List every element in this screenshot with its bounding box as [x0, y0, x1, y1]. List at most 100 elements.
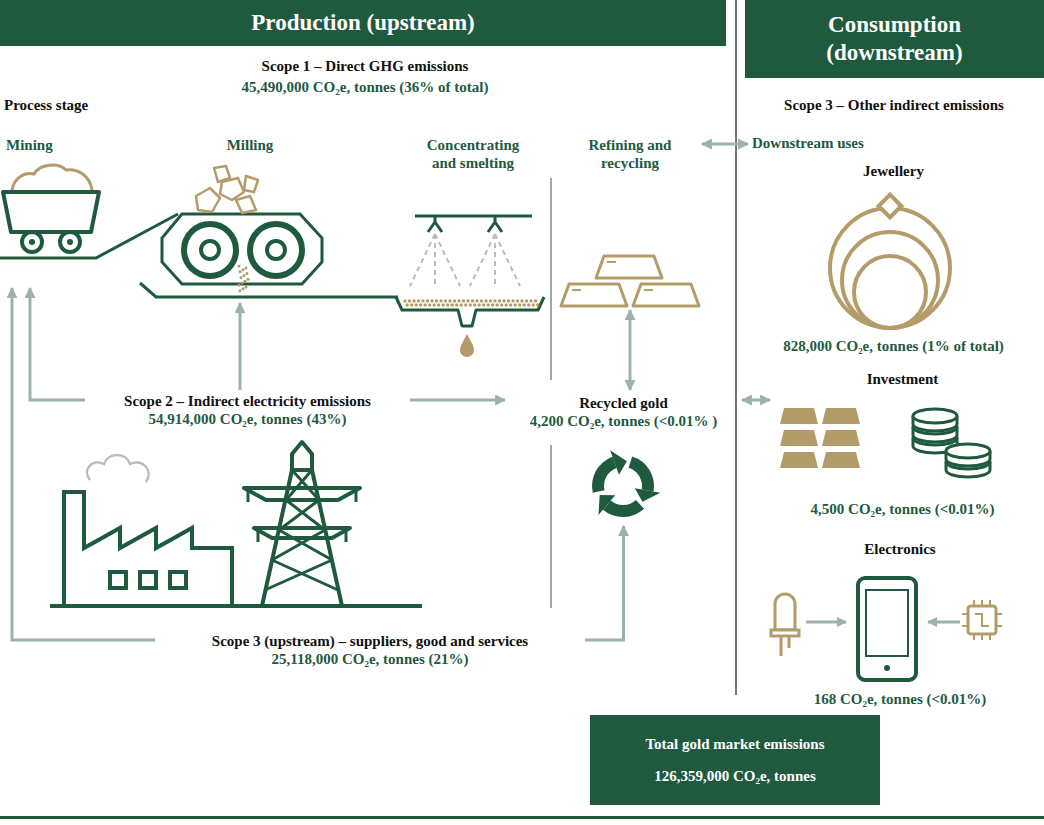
concentrator — [488, 216, 502, 232]
ore-chunks — [236, 196, 256, 213]
concentrate-pile — [491, 303, 494, 306]
concentrate-pile — [507, 299, 510, 302]
stage-name: Mining — [6, 136, 99, 154]
concentrate-pile — [424, 303, 427, 306]
recycle-symbol — [610, 450, 627, 474]
flow-arrow — [30, 288, 85, 400]
chip-icon — [968, 606, 996, 634]
phone-icon — [866, 590, 908, 656]
concentrate-pile — [505, 303, 508, 306]
emission-value: 168 CO₂e, tonnes (<0.01%) — [765, 690, 1035, 708]
concentrate-pile — [453, 299, 456, 302]
pylon — [262, 470, 342, 606]
stage-name: Concentrating and smelting — [416, 136, 530, 172]
recycle-symbol — [603, 500, 644, 517]
header-band: Consumption (downstream) — [745, 0, 1044, 78]
concentrate-pile — [415, 303, 418, 306]
mill-rollers — [201, 241, 219, 259]
factory — [170, 572, 186, 588]
component-arrows — [928, 621, 960, 624]
concentrate-pile — [480, 299, 483, 302]
concentrate-pile — [428, 303, 431, 306]
led-icon — [771, 594, 799, 656]
emission-value: 45,490,000 CO₂e, tonnes (36% of total) — [160, 78, 570, 96]
pylon — [254, 528, 350, 538]
scope-heading: Scope 3 (upstream) – suppliers, good and… — [159, 632, 581, 650]
concentrate-pile — [406, 303, 409, 306]
concentrator — [396, 216, 544, 326]
total-value: 126,359,000 CO₂e, tonnes — [598, 767, 872, 785]
concentrate-pile — [435, 299, 438, 302]
category-name: Recycled gold — [505, 394, 742, 412]
concentrate-pile — [412, 299, 415, 302]
use-category: Electronics168 CO₂e, tonnes (<0.01%) — [765, 540, 1035, 708]
mill-rollers — [162, 214, 322, 284]
conveyor — [0, 214, 398, 297]
spray-lines — [494, 234, 496, 286]
header-band: Production (upstream) — [0, 0, 726, 46]
phone-icon — [858, 578, 916, 680]
stage-name: Downstream uses — [752, 134, 944, 152]
concentrate-pile — [516, 299, 519, 302]
coin-stacks — [913, 438, 957, 453]
chip-icon — [962, 600, 1002, 640]
concentrate-pile — [466, 299, 469, 302]
category-name: Investment — [770, 370, 1035, 388]
coin-stacks — [946, 444, 990, 458]
concentrate-pile — [403, 299, 406, 302]
concentrate-pile — [426, 299, 429, 302]
concentrate-pile — [433, 303, 436, 306]
flow-arrow — [585, 526, 624, 640]
concentrate-pile — [403, 299, 539, 306]
concentrate-pile — [496, 303, 499, 306]
conveyor — [0, 214, 178, 258]
ore-particles — [246, 272, 249, 275]
section-label: Process stage — [4, 96, 164, 114]
divider-lines — [551, 178, 552, 380]
gold-droplet — [460, 334, 474, 357]
use-category: Investment4,500 CO₂e, tonnes (<0.01%) — [770, 370, 1035, 518]
concentrate-pile — [464, 303, 467, 306]
bullion-bars — [822, 408, 860, 424]
downstream-heading: Downstream uses — [748, 132, 948, 156]
concentrate-pile — [419, 303, 422, 306]
led-icon — [771, 630, 799, 636]
pylon — [244, 442, 360, 606]
emission-value: 828,000 CO₂e, tonnes (1% of total) — [752, 337, 1035, 355]
scope-heading: Scope 3 – Other indirect emissions — [746, 96, 1042, 114]
total-box: Total gold market emissions126,359,000 C… — [590, 715, 880, 805]
concentrate-pile — [489, 299, 492, 302]
concentrate-pile — [502, 299, 505, 302]
ore-particles — [239, 289, 242, 292]
ore-particles — [242, 268, 245, 271]
concentrate-pile — [442, 303, 445, 306]
gold-bars — [633, 284, 699, 306]
ore-particles — [238, 284, 241, 287]
smoke-cloud — [87, 455, 148, 482]
concentrate-pile — [475, 299, 478, 302]
coin-stacks — [946, 451, 990, 466]
mine-cart — [67, 239, 73, 245]
category-name: Jewellery — [752, 162, 1035, 180]
jewellery-icon — [830, 208, 950, 328]
bullion-bars — [780, 430, 818, 446]
concentrate-pile — [484, 299, 487, 302]
mill-rollers — [250, 224, 302, 276]
coin-stacks — [913, 420, 957, 434]
flow-arrow — [702, 143, 748, 146]
component-arrows — [806, 621, 960, 624]
coin-stacks — [913, 409, 990, 477]
concentrate-pile — [437, 303, 440, 306]
concentrate-pile — [500, 303, 503, 306]
gold-bars — [596, 256, 662, 278]
process-stage: Milling — [165, 132, 335, 303]
concentrate-pile — [478, 303, 481, 306]
bullion-bars — [780, 408, 818, 424]
ore-particles — [240, 276, 243, 279]
stage-name: Refining and recycling — [572, 136, 688, 172]
bullion-bars — [822, 452, 860, 468]
led-icon — [775, 594, 795, 630]
concentrate-pile — [482, 303, 485, 306]
process-stage: Concentrating and smelting — [398, 132, 548, 180]
